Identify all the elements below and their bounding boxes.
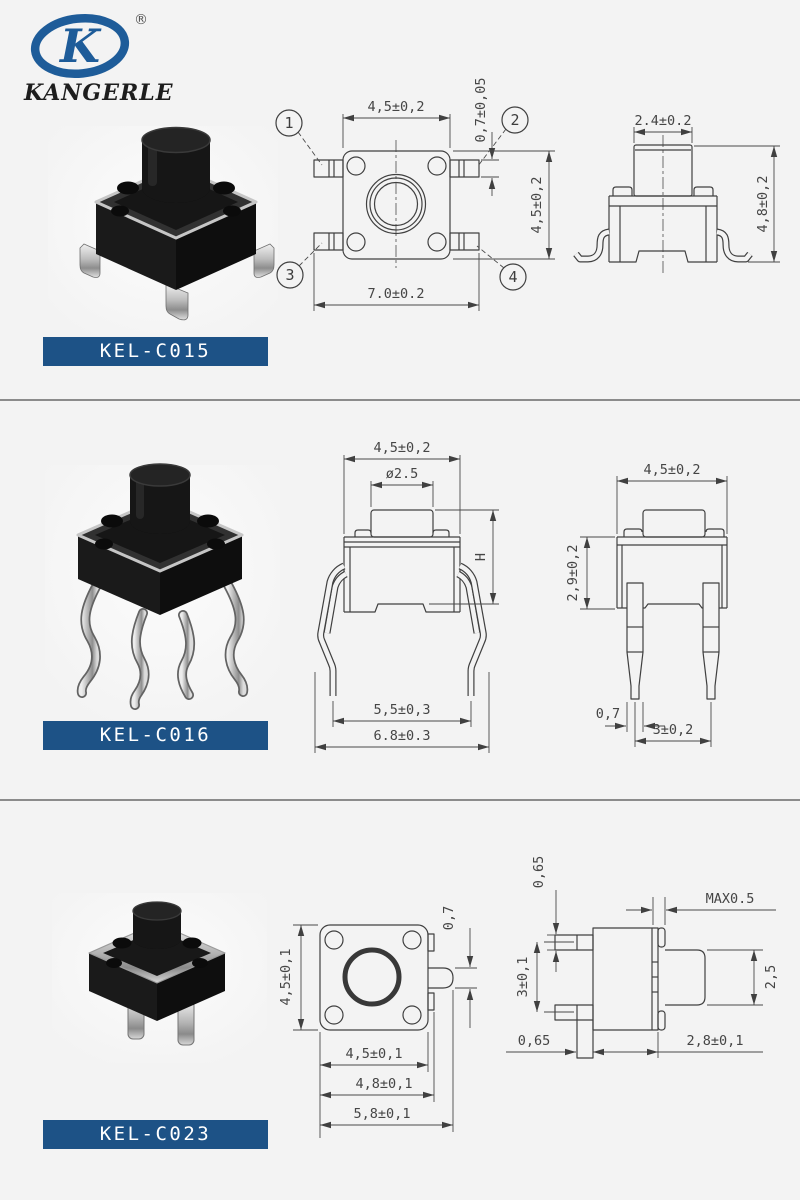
section-divider <box>0 399 800 401</box>
dimension-label: 0,7±0,05 <box>473 77 489 142</box>
switch-body-outline <box>592 927 706 1031</box>
dimension-label: 7.0±0.2 <box>368 286 425 302</box>
dimension-label: 4,5±0,1 <box>278 949 294 1006</box>
section-divider <box>0 799 800 801</box>
dimension-leg-thickness: 0,65 <box>531 856 560 972</box>
dimension-label: 4,5±0,2 <box>368 99 425 115</box>
dimension-overall-width: 7.0±0.2 <box>313 253 480 311</box>
dimension-label: 2.4±0.2 <box>635 113 692 129</box>
switch-body-outline <box>343 509 461 613</box>
kel-c015-top-view-drawing: 1 2 3 4 4,5±0,2 0,7±0, <box>275 77 555 311</box>
dimension-label: 4,8±0,1 <box>356 1076 413 1092</box>
dimension-pad-width: 0,7±0,05 <box>473 77 499 196</box>
dimension-overall-width: 5,8±0,1 <box>320 990 454 1132</box>
dimension-right-height: 4,5±0,2 <box>453 150 555 260</box>
smd-switch-illustration <box>79 126 275 321</box>
dimension-label: 3±0,1 <box>515 957 531 998</box>
switch-body-outline <box>608 144 718 263</box>
smd-switch-illustration <box>88 901 226 1046</box>
dimension-label: H <box>473 553 489 561</box>
switch-body-outline <box>313 150 480 260</box>
logo-letter: K <box>58 19 102 73</box>
dimension-leg-pitch: 3±0,1 <box>515 941 574 1013</box>
kel-c015-product-photo <box>48 126 278 336</box>
dimension-height-h: H <box>429 509 499 605</box>
kel-c016-side-view-drawing: 4,5±0,2 2,9±0,2 0,7 3±0,2 <box>565 462 728 747</box>
switch-body-outline <box>319 924 454 1031</box>
dimension-body-width: 4,5±0,2 <box>343 440 461 534</box>
dimension-body-height: 2,9±0,2 <box>565 536 615 610</box>
dimension-label: 0,65 <box>531 856 547 889</box>
kel-c016-product-photo <box>45 463 280 725</box>
smd-lead-right <box>716 228 753 263</box>
callout-number: 1 <box>284 114 293 132</box>
registered-trademark-icon: ® <box>134 12 148 28</box>
dimension-label: 0,7 <box>441 906 457 930</box>
dimension-tab-thickness: 0,7 <box>441 906 477 1028</box>
dimension-label: 4,5±0,2 <box>374 440 431 456</box>
dimension-label: 4,5±0,2 <box>529 177 545 234</box>
kel-c023-side-view-drawing: 0,65 MAX0.5 3±0,1 2,5 0,65 <box>506 856 779 1059</box>
dimension-label: 0,65 <box>518 1033 551 1049</box>
dimension-body-depth: 2,8±0,1 <box>593 1032 763 1058</box>
smd-lead-left <box>573 228 610 263</box>
brand-wordmark: KANGERLE <box>23 80 174 106</box>
model-label-kel-c016[interactable]: KEL-C016 <box>43 721 268 750</box>
straight-leg-right <box>702 582 720 700</box>
dimension-label: 5,5±0,3 <box>374 702 431 718</box>
dimension-pin-span: 5,5±0,3 <box>332 701 472 727</box>
dimension-body-width: 4,5±0,1 <box>319 1032 429 1138</box>
dimension-label: 4,5±0,1 <box>346 1046 403 1062</box>
dimension-leg-width: 0,65 <box>506 1033 576 1056</box>
kel-c015-side-view-drawing: 2.4±0.2 4,8±0,2 <box>573 113 780 273</box>
callout-number: 2 <box>510 111 519 129</box>
dimension-max-offset: MAX0.5 <box>626 891 776 925</box>
logo-ellipse-icon <box>30 13 130 79</box>
flat-leg-bottom <box>554 1004 594 1059</box>
dimension-label: 6.8±0.3 <box>374 728 431 744</box>
dimension-label: 2,8±0,1 <box>687 1033 744 1049</box>
callout-number: 3 <box>285 266 294 284</box>
kel-c016-front-view-drawing: 4,5±0,2 ø2.5 H 5,5±0,3 6.8±0.3 <box>314 440 499 753</box>
dimension-total-height: 4,8±0,2 <box>694 145 780 263</box>
pin-callout-2: 2 <box>477 106 529 167</box>
kel-c023-top-view-drawing: 4,5±0,1 0,7 4,5±0,1 4,8±0,1 5,8±0,1 <box>278 906 477 1138</box>
dimension-body-height: 4,5±0,1 <box>278 924 318 1031</box>
dimension-label: 5,8±0,1 <box>354 1106 411 1122</box>
dimension-label: 2,5 <box>763 965 779 989</box>
dimension-body-width: 4,5±0,2 <box>616 462 728 534</box>
dimension-button-width: 2.4±0.2 <box>633 113 693 143</box>
dimension-label: 3±0,2 <box>653 722 694 738</box>
dimension-width-with-tab: 4,8±0,1 <box>320 1012 435 1102</box>
model-label-kel-c023[interactable]: KEL-C023 <box>43 1120 268 1149</box>
pin-callout-3: 3 <box>276 242 323 289</box>
dimension-label: ø2.5 <box>386 466 419 482</box>
dimension-label: 4,8±0,2 <box>755 176 771 233</box>
dip-switch-illustration <box>76 463 249 710</box>
pin-callout-4: 4 <box>476 245 527 291</box>
dimension-label: 4,5±0,2 <box>644 462 701 478</box>
bent-leg-left <box>317 562 348 696</box>
dimension-overall-width: 6.8±0.3 <box>314 672 490 753</box>
bent-leg-right <box>456 562 487 696</box>
dimension-button-width: 2,5 <box>707 949 779 1006</box>
dimension-label: MAX0.5 <box>706 891 755 907</box>
dimension-label: 2,9±0,2 <box>565 545 581 602</box>
callout-number: 4 <box>508 268 517 286</box>
flat-leg-top <box>554 934 594 951</box>
model-label-kel-c015[interactable]: KEL-C015 <box>43 337 268 366</box>
dimension-button-diameter: ø2.5 <box>370 466 434 507</box>
dimension-leg-pitch: 3±0,2 <box>634 702 712 747</box>
kel-c023-product-photo <box>52 893 267 1063</box>
pin-callout-1: 1 <box>275 109 323 166</box>
brand-logo: K ® KANGERLE <box>23 12 174 106</box>
straight-leg-left <box>626 582 644 700</box>
dimension-top-width: 4,5±0,2 <box>342 99 451 148</box>
dimension-leg-width: 0,7 <box>596 702 665 732</box>
dimension-label: 0,7 <box>596 706 620 722</box>
